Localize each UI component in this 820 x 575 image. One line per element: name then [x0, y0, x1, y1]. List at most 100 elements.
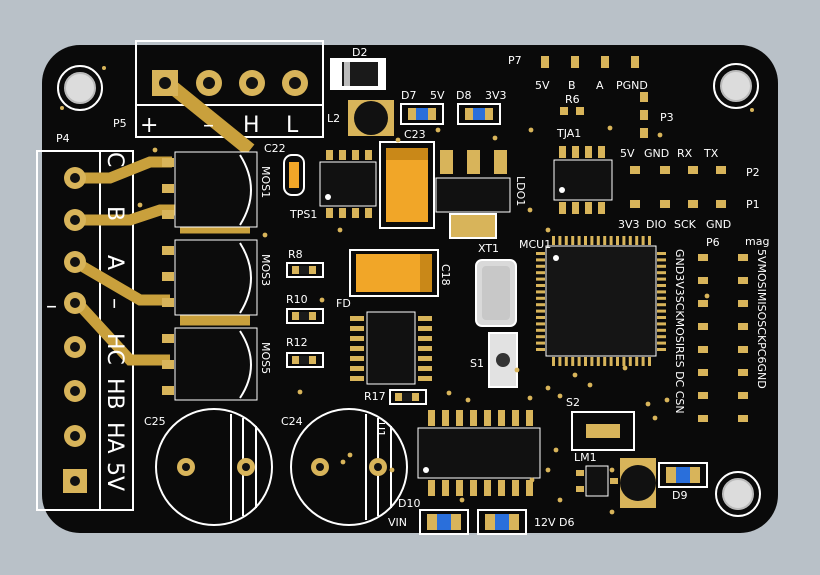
p6-left-pins: GND3V3SCKMOSIRES DC CSN — [673, 249, 686, 414]
d9-label: D9 — [672, 489, 687, 502]
p2-pin-tx: TX — [703, 147, 719, 160]
p5-pin-h: H — [243, 113, 260, 138]
p7-pin-b: B — [568, 79, 576, 92]
p4-pin-c: C — [102, 152, 127, 167]
s2-label: S2 — [566, 396, 580, 409]
resistor-r6 — [560, 107, 584, 115]
vin-label: VIN — [388, 516, 407, 529]
c25-label: C25 — [144, 415, 166, 428]
capacitor-c25 — [155, 408, 273, 526]
l2-label: L2 — [327, 112, 340, 125]
led-d9 — [658, 462, 708, 488]
p6-pads — [698, 254, 748, 422]
mosfet-mos5 — [162, 327, 258, 401]
p6-right-pins: 5VMOSIMISOSCKPC6GND — [755, 249, 768, 389]
ic-tps1 — [319, 150, 377, 218]
d6-label: 12V D6 — [534, 516, 575, 529]
ic-tja1 — [553, 146, 613, 214]
d7-value: 5V — [430, 89, 445, 102]
r17-label: R17 — [364, 390, 386, 403]
mcu-mcu1 — [536, 236, 666, 366]
p2-pin-gnd: GND — [644, 147, 669, 160]
p4-pin-a: A — [102, 255, 127, 270]
lm1-label: LM1 — [574, 451, 597, 464]
capacitor-c18 — [349, 249, 439, 297]
p5-label: P5 — [113, 117, 127, 130]
tja1-label: TJA1 — [556, 127, 581, 140]
mounting-hole-top-left — [57, 65, 106, 111]
p4-pin-hc: HC — [102, 333, 127, 365]
p1-pin-3v3: 3V3 — [618, 218, 640, 231]
ic-fd — [350, 311, 432, 385]
p6-mag-label: mag — [745, 235, 769, 248]
ic-u1 — [417, 410, 541, 496]
header-p1 — [630, 200, 726, 208]
vias — [137, 125, 710, 515]
p5-pin-l: L — [286, 113, 299, 138]
mosfet-mos3 — [162, 239, 258, 316]
p1-pin-sck: SCK — [674, 218, 697, 231]
s1-label: S1 — [470, 357, 484, 370]
mounting-hole-top-right — [713, 63, 759, 112]
ldo1-label: LDO1 — [514, 176, 527, 206]
p5-pin-minus: – — [203, 113, 214, 138]
c24-label: C24 — [281, 415, 303, 428]
resistor-r10 — [286, 308, 324, 324]
led-d7 — [400, 103, 444, 125]
tps1-label: TPS1 — [289, 208, 317, 221]
switch-s1 — [488, 332, 518, 388]
p2-label: P2 — [746, 166, 760, 179]
p6-label: P6 — [706, 236, 720, 249]
p4-traces — [70, 156, 250, 366]
p4-label: P4 — [56, 132, 70, 145]
p7-label: P7 — [508, 54, 522, 67]
d10-label: D10 — [398, 497, 420, 510]
p4-pin-5v: 5V — [102, 462, 127, 491]
header-p7 — [541, 56, 639, 68]
p7-pin-a: A — [596, 79, 604, 92]
p1-pin-dio: DIO — [646, 218, 667, 231]
d2-label: D2 — [352, 46, 367, 59]
mounting-hole-bottom-right — [715, 471, 761, 517]
p7-pin-5v: 5V — [535, 79, 550, 92]
mos5-label: MOS5 — [259, 342, 272, 374]
crystal-xt1 — [475, 259, 517, 327]
ic-lm1 — [576, 465, 618, 497]
p4-minus-mark: – — [46, 294, 57, 319]
capacitor-c24 — [290, 408, 408, 526]
p2-pin-rx: RX — [677, 147, 693, 160]
capacitor-c22 — [283, 154, 305, 196]
r8-label: R8 — [288, 248, 303, 261]
p3-label: P3 — [660, 111, 674, 124]
resistor-r17 — [389, 389, 427, 405]
mos1-label: MOS1 — [259, 166, 272, 198]
p7-pin-pgnd: PGND — [616, 79, 648, 92]
p1-pin-gnd: GND — [706, 218, 731, 231]
mosfet-mos1 — [162, 151, 258, 228]
resistor-r8 — [286, 262, 324, 278]
c22-label: C22 — [264, 142, 286, 155]
xt1-label: XT1 — [478, 242, 499, 255]
diode-d2 — [330, 58, 386, 90]
d8-label: D8 — [456, 89, 471, 102]
led-d10 — [419, 509, 469, 535]
capacitor-c23 — [379, 141, 435, 229]
p2-pin-5v: 5V — [620, 147, 635, 160]
p4-pin-b: B — [102, 206, 127, 221]
led-d6 — [477, 509, 527, 535]
inductor-l2 — [348, 100, 394, 136]
d8-value: 3V3 — [485, 89, 507, 102]
p4-pin-minus: – — [102, 298, 127, 309]
p1-label: P1 — [746, 198, 760, 211]
header-p2 — [630, 166, 726, 174]
switch-s2 — [571, 411, 635, 451]
p4-pads — [63, 167, 87, 493]
d7-label: D7 — [401, 89, 416, 102]
resistor-r12 — [286, 352, 324, 368]
header-p3 — [640, 92, 648, 138]
mcu1-label: MCU1 — [519, 238, 551, 251]
r10-label: R10 — [286, 293, 308, 306]
regulator-ldo1 — [435, 150, 511, 239]
